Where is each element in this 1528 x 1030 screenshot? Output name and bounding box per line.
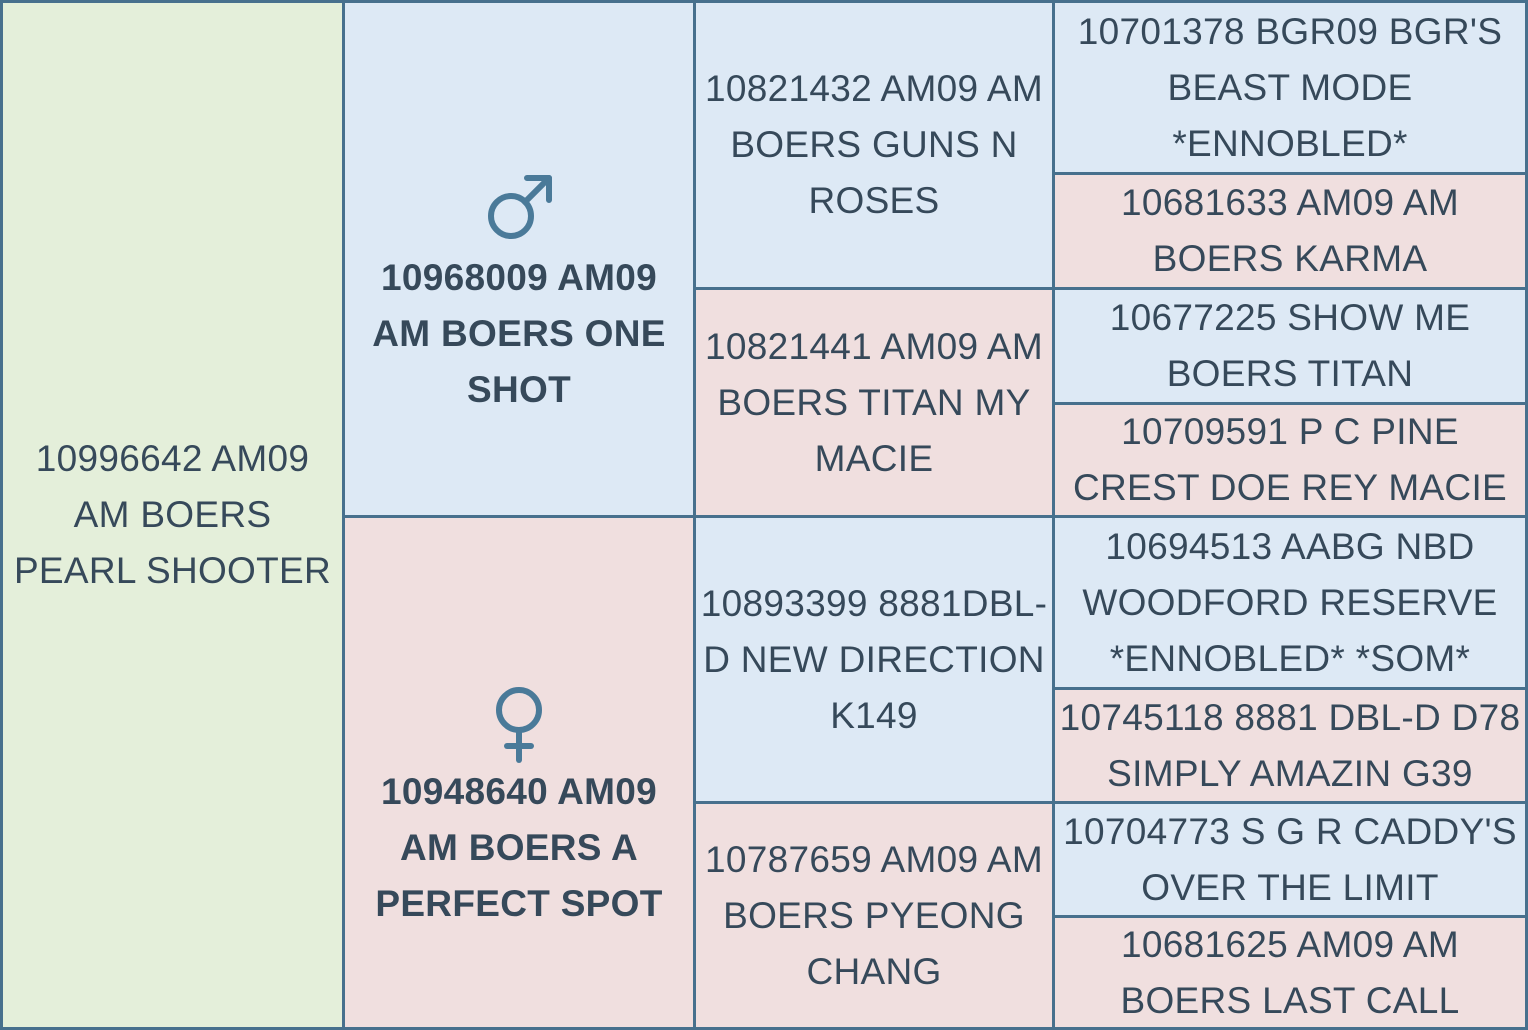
great-grandsire-2-name: 10677225 SHOW ME BOERS TITAN [1109,297,1471,394]
subject-cell: 10996642 AM09 AM BOERS PEARL SHOOTER [3,3,342,1027]
great-granddam-1-cell: 10681633 AM09 AM BOERS KARMA [1055,175,1525,287]
dam-cell: 10948640 AM09 AM BOERS A PERFECT SPOT [345,518,693,1027]
sire-cell: 10968009 AM09 AM BOERS ONE SHOT [345,3,693,515]
maternal-granddam-name: 10787659 AM09 AM BOERS PYEONG CHANG [704,838,1044,992]
great-grandsire-3-cell: 10694513 AABG NBD WOODFORD RESERVE *ENNO… [1055,518,1525,687]
great-granddam-1-name: 10681633 AM09 AM BOERS KARMA [1120,182,1460,279]
great-granddam-4-cell: 10681625 AM09 AM BOERS LAST CALL [1055,918,1525,1027]
female-symbol-icon [496,686,542,763]
paternal-granddam-name: 10821441 AM09 AM BOERS TITAN MY MACIE [704,325,1044,479]
dam-name: 10948640 AM09 AM BOERS A PERFECT SPOT [375,770,663,924]
great-granddam-2-cell: 10709591 P C PINE CREST DOE REY MACIE [1055,405,1525,515]
great-grandsire-2-cell: 10677225 SHOW ME BOERS TITAN [1055,290,1525,402]
paternal-granddam-cell: 10821441 AM09 AM BOERS TITAN MY MACIE [696,290,1052,515]
sire-name: 10968009 AM09 AM BOERS ONE SHOT [372,257,666,410]
great-grandsire-4-cell: 10704773 S G R CADDY'S OVER THE LIMIT [1055,804,1525,915]
great-granddam-3-name: 10745118 8881 DBL-D D78 SIMPLY AMAZIN G3… [1059,696,1521,794]
great-granddam-2-name: 10709591 P C PINE CREST DOE REY MACIE [1072,411,1508,508]
male-symbol-icon [488,175,552,239]
great-grandsire-1-name: 10701378 BGR09 BGR'S BEAST MODE *ENNOBLE… [1077,10,1503,164]
subject-name: 10996642 AM09 AM BOERS PEARL SHOOTER [13,438,332,591]
great-grandsire-1-cell: 10701378 BGR09 BGR'S BEAST MODE *ENNOBLE… [1055,3,1525,172]
great-granddam-4-name: 10681625 AM09 AM BOERS LAST CALL [1120,923,1460,1021]
paternal-grandsire-cell: 10821432 AM09 AM BOERS GUNS N ROSES [696,3,1052,287]
paternal-grandsire-name: 10821432 AM09 AM BOERS GUNS N ROSES [704,68,1044,221]
great-granddam-3-cell: 10745118 8881 DBL-D D78 SIMPLY AMAZIN G3… [1055,690,1525,801]
great-grandsire-4-name: 10704773 S G R CADDY'S OVER THE LIMIT [1063,810,1517,908]
maternal-granddam-cell: 10787659 AM09 AM BOERS PYEONG CHANG [696,804,1052,1027]
great-grandsire-3-name: 10694513 AABG NBD WOODFORD RESERVE *ENNO… [1082,525,1498,679]
maternal-grandsire-name: 10893399 8881DBL-D NEW DIRECTION K149 [700,582,1048,736]
maternal-grandsire-cell: 10893399 8881DBL-D NEW DIRECTION K149 [696,518,1052,801]
